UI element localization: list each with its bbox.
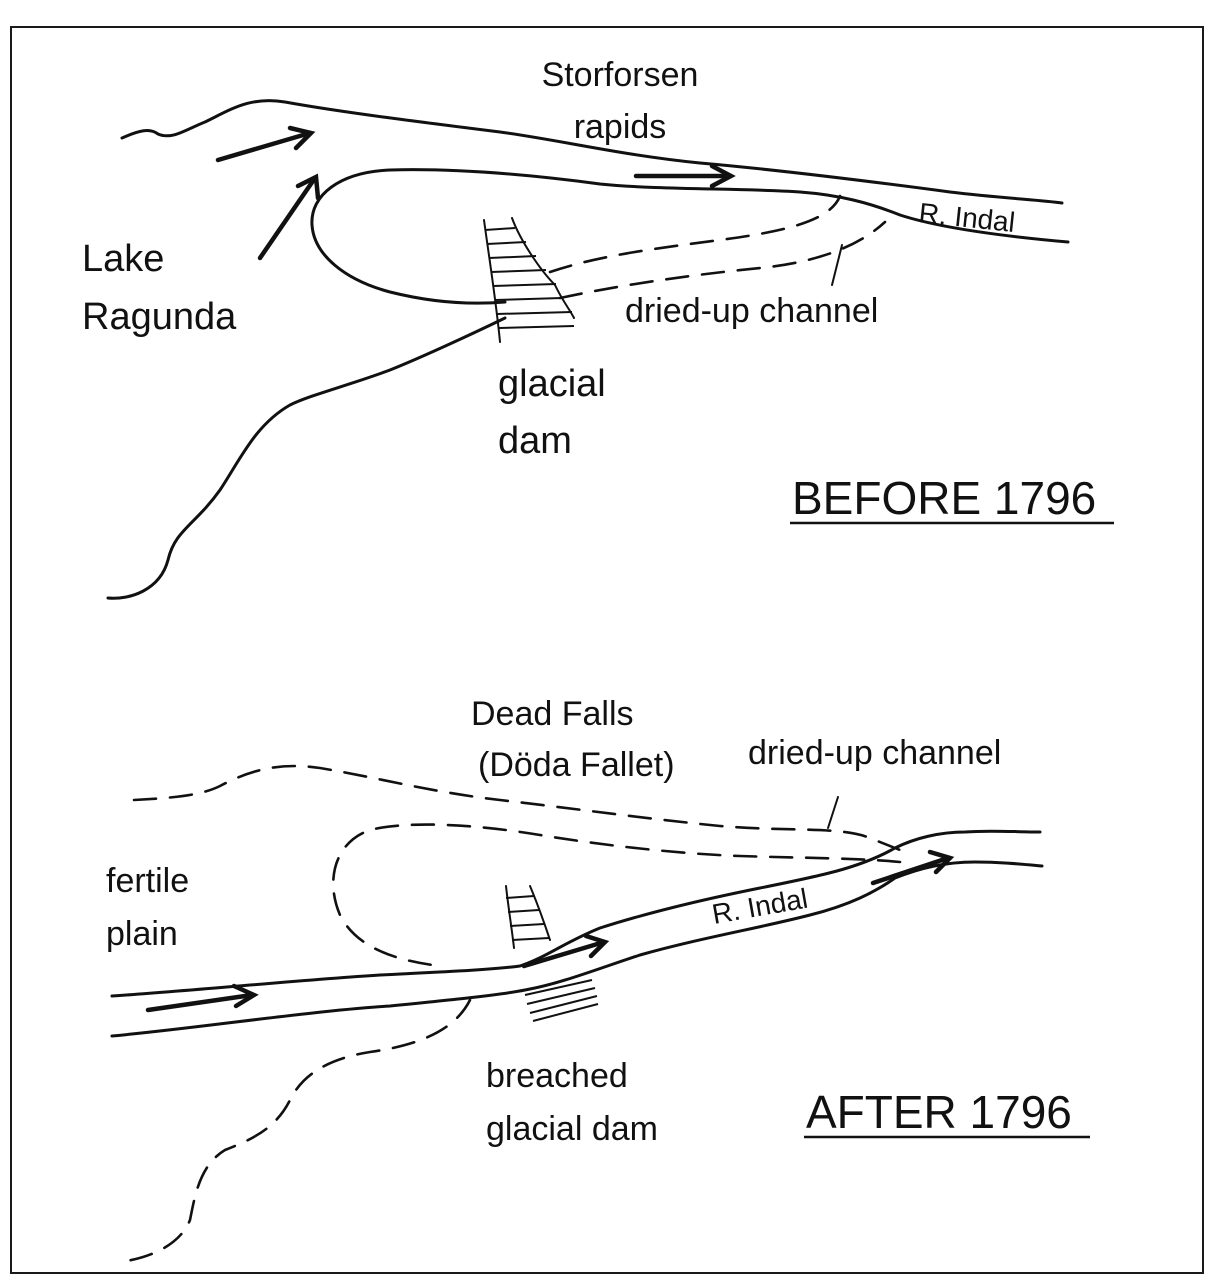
dead-falls-label: Dead Falls [471,695,634,733]
dam-label: dam [498,420,572,462]
breached-label: breached [486,1057,628,1095]
flow-arrow-2 [257,173,321,261]
plain-label: plain [106,915,178,953]
glacial-dam-hatch [483,217,575,343]
river-indal-label-after: R. Indal [710,883,810,930]
river-indal-label-before: R. Indal [917,197,1016,238]
dried-up-channel-label-before: dried-up channel [625,292,878,330]
flow-arrow-5 [521,933,610,969]
river-after-south-bank [110,860,1044,1038]
flow-arrow-3 [633,163,736,189]
dried-up-channel-before-lower [558,220,887,300]
glacial-label: glacial [498,363,606,405]
river-after-north-bank [110,829,1042,998]
rapids-label: rapids [574,108,667,146]
ragunda-label: Ragunda [82,296,237,338]
lake-shore [106,316,507,600]
doda-fallet-label: (Döda Fallet) [478,746,675,784]
after-panel: Dead Falls (Döda Fallet) dried-up channe… [106,695,1090,1264]
breached-dam-north [505,885,551,949]
channel-leader-after [827,796,839,829]
before-heading: BEFORE 1796 [792,472,1096,524]
after-heading: AFTER 1796 [806,1086,1072,1138]
flow-arrow-6 [870,849,955,886]
river-north-bank [120,99,1064,205]
before-panel: Storforsen rapids R. Indal Lake Ragunda … [82,56,1114,600]
channel-leader-before [831,244,843,286]
glacial-dam-label: glacial dam [486,1110,658,1148]
dried-up-channel-label-after: dried-up channel [748,734,1001,772]
river-south-bank [310,168,1070,305]
flow-arrow-4 [145,983,259,1013]
breached-dam-south [524,979,599,1022]
old-lake-loop [332,823,902,968]
fertile-label: fertile [106,862,189,900]
storforsen-label: Storforsen [542,56,699,94]
lake-label: Lake [82,238,164,280]
flow-arrow-1 [215,125,316,163]
dried-up-channel-before [548,194,842,274]
old-lake-north-shore [132,764,907,854]
old-lake-south-shore [118,998,472,1264]
diagram-frame [10,26,1204,1274]
